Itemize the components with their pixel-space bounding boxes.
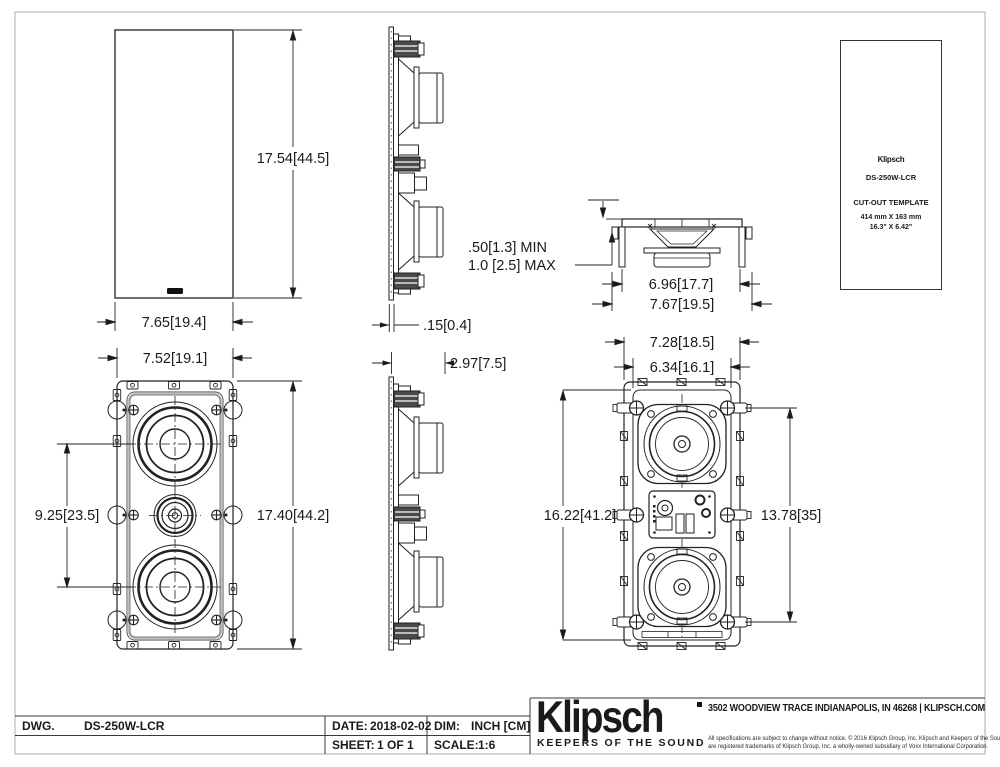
klipsch-tagline: KEEPERS OF THE SOUND (537, 737, 706, 749)
side-view-top: .15[0.4] (372, 26, 471, 334)
dim-wall-max: 1.0 [2.5] MAX (468, 258, 556, 274)
legal-line1: All specifications are subject to change… (708, 735, 1000, 742)
dim-frame-height: 17.40[44.2] (257, 508, 330, 524)
dim-front-width: 7.65[19.4] (142, 315, 207, 331)
dim-overall-width-top: 7.67[19.5] (650, 297, 715, 313)
rear-basket-bottom (637, 539, 727, 637)
template-model: DS-250W-LCR (865, 173, 917, 182)
front-grille-view: 17.54[44.5] 7.65[19.4] (97, 29, 330, 331)
dwg-value: DS-250W-LCR (84, 719, 165, 733)
top-section-view: .50[1.3] MIN 1.0 [2.5] MAX 6.96[17.7] 7.… (468, 199, 772, 313)
dim-front-height: 17.54[44.5] (257, 151, 330, 167)
sheet-border (14, 11, 986, 755)
scale-value: 1:6 (478, 738, 496, 752)
template-size-mm: 414 mm X 163 mm (860, 214, 922, 221)
front-open-view: 7.52[19.1] 9.25[23.5] 17.40[44.2] (35, 348, 330, 650)
scale-label: SCALE: (434, 738, 479, 752)
dim-cutout-width: 6.96[17.7] (649, 277, 714, 293)
template-brand: Klipsch (877, 155, 905, 164)
dim-mounting-depth: 2.97[7.5] (450, 356, 506, 372)
dim-woofer-spacing: 9.25[23.5] (35, 508, 100, 524)
rear-basket-top (637, 394, 727, 492)
sheet-value: 1 OF 1 (377, 738, 414, 752)
dim-wall-min: .50[1.3] MIN (468, 240, 547, 256)
template-size-in: 16.3" X 6.42" (869, 224, 913, 231)
woofer-top (127, 396, 223, 492)
klipsch-logo-dot (697, 702, 702, 707)
tweeter (149, 489, 201, 542)
dwg-label: DWG. (22, 719, 55, 733)
date-label: DATE: (332, 719, 368, 733)
dim-value: INCH [CM] (471, 719, 531, 733)
side-view-bottom: 2.97[7.5] (372, 352, 506, 651)
dim-cutout-height: 16.22[41.2] (544, 508, 617, 524)
sheet-label: SHEET: (332, 738, 375, 752)
dim-rear-inner-width: 6.34[16.1] (650, 360, 715, 376)
grille-logo-badge (167, 288, 183, 294)
clamp-dogs (612, 400, 752, 630)
title-block-grid (15, 697, 985, 754)
cutout-template-card: Klipsch DS-250W-LCR CUT-OUT TEMPLATE 414… (840, 40, 942, 290)
legal-line2: are registered trademarks of Klipsch Gro… (708, 743, 989, 750)
rear-view: 7.28[18.5] 6.34[16.1] 16.22[41.2] 13.78[… (544, 335, 821, 650)
dim-clamp-spacing: 13.78[35] (761, 508, 821, 524)
dim-baffle-thickness: .15[0.4] (423, 318, 471, 334)
date-value: 2018-02-02 (370, 719, 432, 733)
crossover-plate (648, 490, 716, 539)
mounting-screws (122, 404, 228, 626)
dim-label: DIM: (434, 719, 460, 733)
dim-rear-outer-width: 7.28[18.5] (650, 335, 715, 351)
template-title: CUT-OUT TEMPLATE (853, 198, 929, 207)
woofer-bottom (127, 539, 223, 635)
dim-frame-width: 7.52[19.1] (143, 351, 208, 367)
company-address: 3502 WOODVIEW TRACE INDIANAPOLIS, IN 462… (708, 703, 985, 714)
klipsch-logo: Klipsch (536, 692, 665, 742)
